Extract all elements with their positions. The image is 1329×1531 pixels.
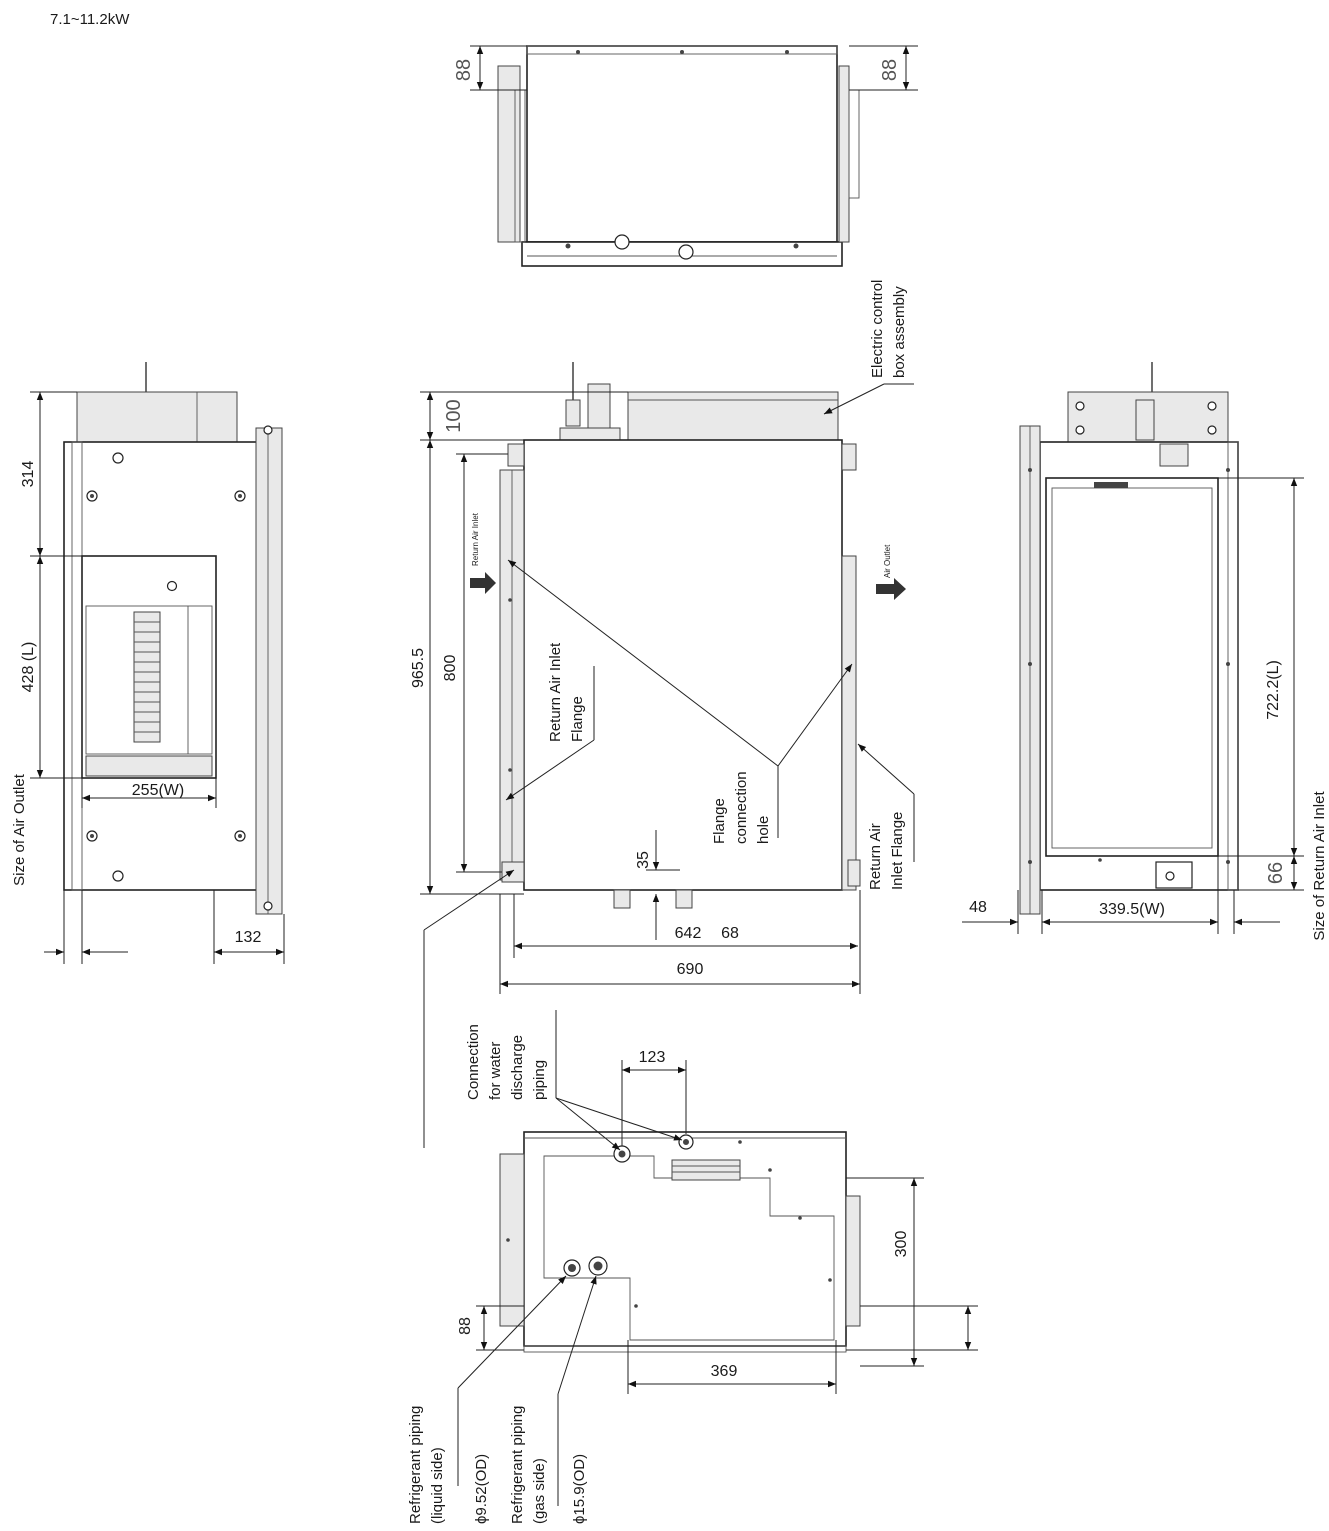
bottom-label-water-2: for water — [487, 1042, 504, 1100]
front-label-ecb-1: Electric control — [869, 280, 886, 378]
left-label-outlet: Size of Air Outlet — [11, 773, 28, 886]
front-dim-965: 965.5 — [410, 648, 427, 688]
front-label-outlet-small: Air Outlet — [883, 544, 892, 578]
bottom-dim-300: 300 — [893, 1231, 910, 1258]
bottom-dim-88: 88 — [457, 1317, 474, 1335]
top-dim-left: 88 — [453, 59, 475, 81]
front-label-flange-2: Flange — [569, 696, 586, 742]
bottom-label-liquid-1: Refrigerant piping — [407, 1406, 424, 1524]
bottom-label-water-4: piping — [531, 1060, 548, 1100]
front-label-raf-2: Inlet Flange — [889, 812, 906, 890]
capacity-label: 7.1~11.2kW — [50, 11, 130, 28]
front-dim-690: 690 — [677, 961, 704, 978]
bottom-label-gas-1: Refrigerant piping — [509, 1406, 526, 1524]
front-dim-68: 68 — [721, 925, 739, 942]
bottom-dim-369: 369 — [711, 1363, 738, 1380]
front-label-hole-1: Flange — [711, 798, 728, 844]
bottom-label-gas-3: ϕ15.9(OD) — [571, 1454, 588, 1524]
front-label-hole-2: connection — [733, 771, 750, 844]
front-dim-800: 800 — [442, 655, 459, 682]
bottom-dim-123: 123 — [639, 1049, 666, 1066]
left-dim-314: 314 — [20, 461, 37, 488]
top-view: 88 88 — [453, 45, 918, 267]
front-view: Return Air Inlet Air Outlet Electric con… — [410, 280, 915, 1148]
right-view: 722.2(L) 66 Size of Return Air Inlet 48 … — [962, 362, 1328, 941]
front-label-raf-1: Return Air — [867, 823, 884, 890]
front-label-return-small: Return Air Inlet — [471, 512, 480, 566]
right-dim-66: 66 — [1265, 862, 1287, 884]
left-view: 314 428 (L) Size of Air Outlet 255(W) 13… — [11, 362, 285, 964]
bottom-label-liquid-2: (liquid side) — [429, 1447, 446, 1524]
bottom-label-water-1: Connection — [465, 1024, 482, 1100]
bottom-label-water-3: discharge — [509, 1035, 526, 1100]
front-dim-35: 35 — [635, 851, 652, 869]
bottom-label-gas-2: (gas side) — [531, 1458, 548, 1524]
bottom-view: Connection for water discharge piping 12… — [407, 1010, 978, 1524]
front-label-flange-1: Return Air Inlet — [547, 642, 564, 742]
right-dim-339: 339.5(W) — [1099, 901, 1165, 918]
left-dim-255: 255(W) — [132, 782, 184, 799]
left-dim-132: 132 — [235, 929, 262, 946]
right-dim-48: 48 — [969, 899, 987, 916]
right-dim-722: 722.2(L) — [1265, 660, 1282, 720]
bottom-label-liquid-3: ϕ9.52(OD) — [473, 1454, 490, 1524]
front-dim-642: 642 — [675, 925, 702, 942]
left-dim-428: 428 (L) — [20, 642, 37, 693]
front-dim-100: 100 — [443, 399, 465, 432]
top-dim-right: 88 — [879, 59, 901, 81]
front-label-hole-3: hole — [755, 816, 772, 844]
right-label-inlet: Size of Return Air Inlet — [1311, 791, 1328, 941]
front-label-ecb-2: box assembly — [891, 286, 908, 378]
